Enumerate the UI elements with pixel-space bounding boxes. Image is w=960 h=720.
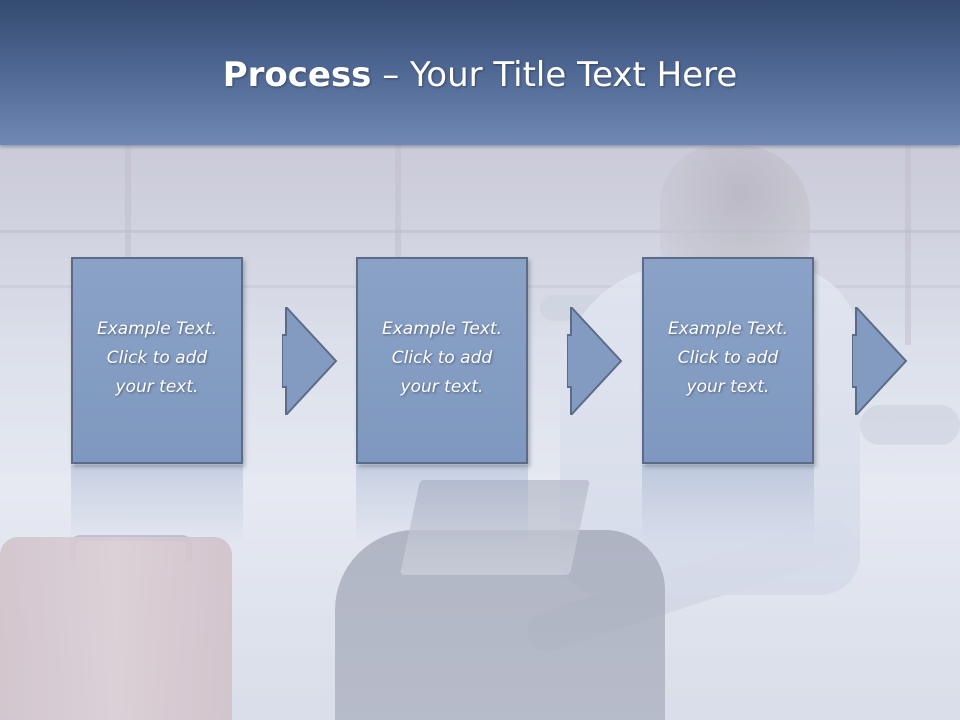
suitcase	[0, 537, 232, 720]
railing	[0, 230, 960, 233]
step-text: Example Text. Click to add your text.	[644, 315, 812, 402]
step-text: Example Text. Click to add your text.	[73, 315, 241, 402]
step-text-line: Example Text.	[96, 319, 218, 339]
window-post	[395, 145, 401, 305]
step-text-line: Example Text.	[381, 319, 503, 339]
step-box-1[interactable]: Example Text. Click to add your text.	[71, 257, 243, 464]
step-text-line: your text.	[115, 377, 199, 397]
title-rest: – Your Title Text Here	[371, 55, 738, 95]
step-text-line: Click to add	[391, 348, 493, 368]
window-post	[905, 145, 911, 345]
arrow-right-icon	[567, 307, 623, 415]
step-box-3[interactable]: Example Text. Click to add your text.	[642, 257, 814, 464]
step-text-line: Click to add	[106, 348, 208, 368]
title-band: Process – Your Title Text Here	[0, 0, 960, 145]
step-reflection	[71, 465, 243, 545]
slide-title[interactable]: Process – Your Title Text Here	[0, 50, 960, 100]
title-bold: Process	[222, 55, 372, 95]
step-text-line: your text.	[686, 377, 770, 397]
seat	[860, 405, 960, 445]
arrow-right-icon	[282, 307, 338, 415]
step-reflection	[356, 465, 528, 545]
step-box-2[interactable]: Example Text. Click to add your text.	[356, 257, 528, 464]
step-text: Example Text. Click to add your text.	[358, 315, 526, 402]
step-text-line: Example Text.	[667, 319, 789, 339]
arrow-right-icon	[852, 307, 908, 415]
step-text-line: Click to add	[677, 348, 779, 368]
step-reflection	[642, 465, 814, 545]
step-text-line: your text.	[400, 377, 484, 397]
window-post	[125, 145, 131, 305]
